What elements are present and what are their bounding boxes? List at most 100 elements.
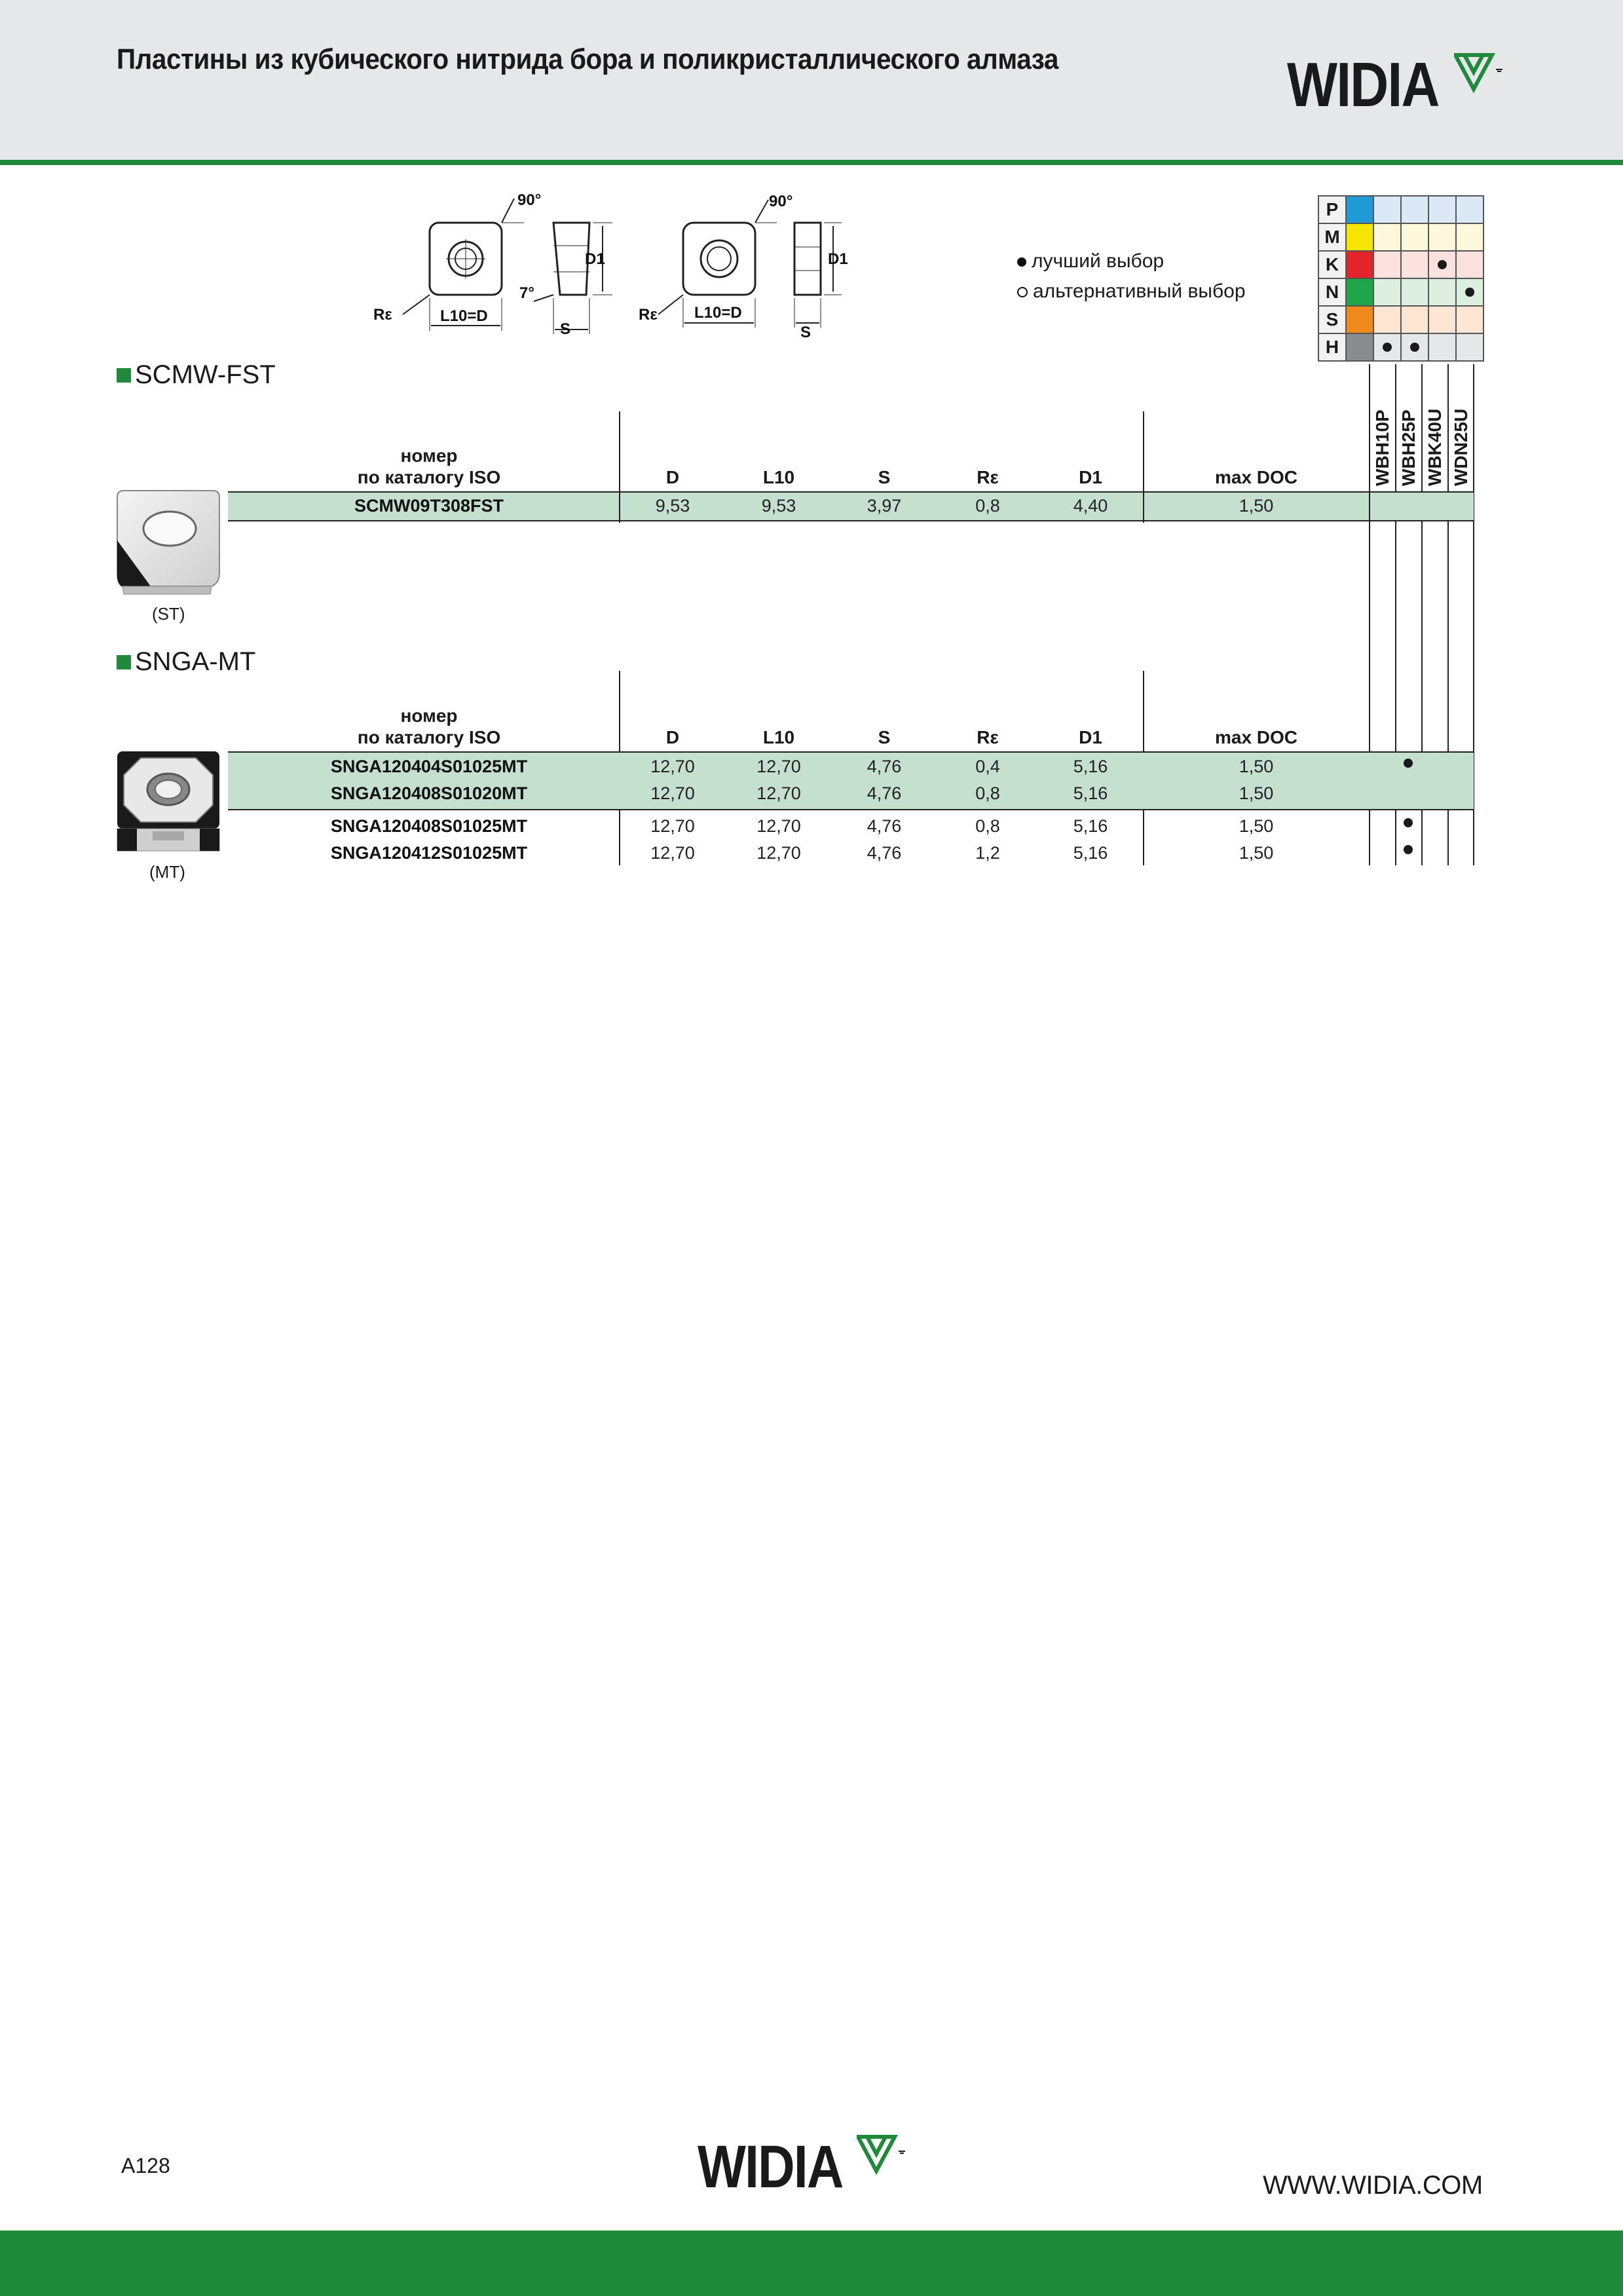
filled-circle-icon [1404,845,1413,854]
material-letter: M [1318,223,1347,252]
label-s: S [560,320,570,338]
cell-re: 0,8 [975,783,1000,803]
col-divider [619,411,620,523]
cell-d: 12,70 [650,757,695,776]
material-grade-cell [1400,305,1429,334]
snga-insert-image [117,751,220,852]
cell-l10: 9,53 [761,496,796,516]
col-header-d: D [665,727,680,747]
filled-circle-icon [1410,343,1419,352]
cell-l10: 12,70 [756,783,801,803]
cell-re: 0,4 [975,757,1000,776]
cell-d1: 5,16 [1073,843,1108,863]
legend-best: лучший выбор [1017,250,1164,273]
widia-logo-icon [1453,53,1502,94]
filled-circle-icon [1404,818,1413,827]
scmw-insert-image [117,490,220,595]
cell-s: 3,97 [867,496,902,516]
cell-s: 4,76 [867,816,902,836]
material-letter: H [1318,333,1347,362]
material-grade-cell [1455,278,1484,307]
material-grade-cell [1455,250,1484,279]
col-header-max-doc: max DOC [1214,727,1298,747]
material-grade-cell [1428,333,1457,362]
cell-max-doc: 1,50 [1239,496,1274,516]
cell-s: 4,76 [867,843,902,863]
material-row-k: K [1318,250,1484,279]
material-color-swatch [1345,278,1374,307]
cell-iso: SNGA120404S01025MT [330,757,528,776]
col-header-d1: D1 [1079,467,1102,487]
col-header-s: S [878,467,891,487]
col-header-re: Rε [977,727,999,747]
material-grade-cell [1428,250,1457,279]
material-grade-cell [1455,195,1484,224]
snga-image-caption: (MT) [149,862,185,882]
section-title-snga: SNGA-MT [117,647,255,677]
table-row-highlight [228,493,1474,520]
material-grade-cell [1400,250,1429,279]
green-square-icon [117,367,131,383]
cell-iso: SCMW09T308FST [354,496,504,516]
widia-logo: WIDIA [1287,50,1506,120]
cell-iso: SNGA120412S01025MT [330,843,528,863]
material-letter: N [1318,278,1347,307]
cell-d: 9,53 [655,496,690,516]
material-color-swatch [1345,333,1374,362]
label-re: Rε [373,306,392,324]
cell-l10: 12,70 [756,757,801,776]
table-header-rule [228,491,1474,493]
cell-l10: 12,70 [756,816,801,836]
material-letter: S [1318,305,1347,334]
cell-max-doc: 1,50 [1239,816,1274,836]
material-grade-cell [1400,223,1429,252]
col-divider [619,493,620,520]
col-header-max-doc: max DOC [1214,467,1298,487]
grade-header-2: WBK40U [1425,408,1445,486]
label-d1: D1 [585,250,605,268]
filled-circle-icon [1404,759,1413,768]
grade-header-3: WDN25U [1451,408,1471,486]
filled-circle-icon [1465,288,1474,297]
material-grade-cell [1373,195,1402,224]
material-letter: P [1318,195,1347,224]
grade-col-line [1395,364,1396,865]
material-grade-cell [1373,305,1402,334]
website-link[interactable]: WWW.WIDIA.COM [1263,2171,1483,2200]
scmw-image-caption: (ST) [152,604,185,624]
cell-iso: SNGA120408S01020MT [330,783,528,803]
empty-circle-icon [1017,287,1028,298]
filled-circle-icon [1383,343,1392,352]
grade-col-line [1447,364,1449,865]
label-re-2: Rε [639,306,658,324]
cell-re: 0,8 [975,816,1000,836]
widia-logo-text: WIDIA [1287,50,1440,120]
snga-insert-diagram: 90° D1 Rε L10=D S [639,193,848,341]
green-square-icon [117,654,131,669]
cell-d1: 5,16 [1073,783,1108,803]
filled-circle-icon [1438,260,1447,269]
material-grade-cell [1455,223,1484,252]
material-grade-cell [1455,333,1484,362]
cell-max-doc: 1,50 [1239,757,1274,776]
cell-max-doc: 1,50 [1239,783,1274,803]
grade-header-0: WBH10P [1372,409,1392,486]
col-header-iso-line1: номер [400,445,458,466]
col-header-iso-line2: по каталогу ISO [357,727,501,747]
col-header-s: S [878,727,891,747]
page-title: Пластины из кубического нитрида бора и п… [117,43,1058,75]
col-divider [1369,493,1370,520]
label-l10d-2: L10=D [694,304,742,322]
material-row-n: N [1318,278,1484,307]
col-header-iso-line2: по каталогу ISO [357,467,501,487]
cell-d1: 5,16 [1073,757,1108,776]
section-title-scmw: SCMW-FST [117,360,276,390]
cell-s: 4,76 [867,757,902,776]
material-grade-cell [1428,223,1457,252]
cell-d: 12,70 [650,816,695,836]
cell-iso: SNGA120408S01025MT [330,816,528,836]
page-number: A128 [121,2154,170,2177]
col-header-d1: D1 [1079,727,1102,747]
material-row-h: H [1318,333,1484,362]
